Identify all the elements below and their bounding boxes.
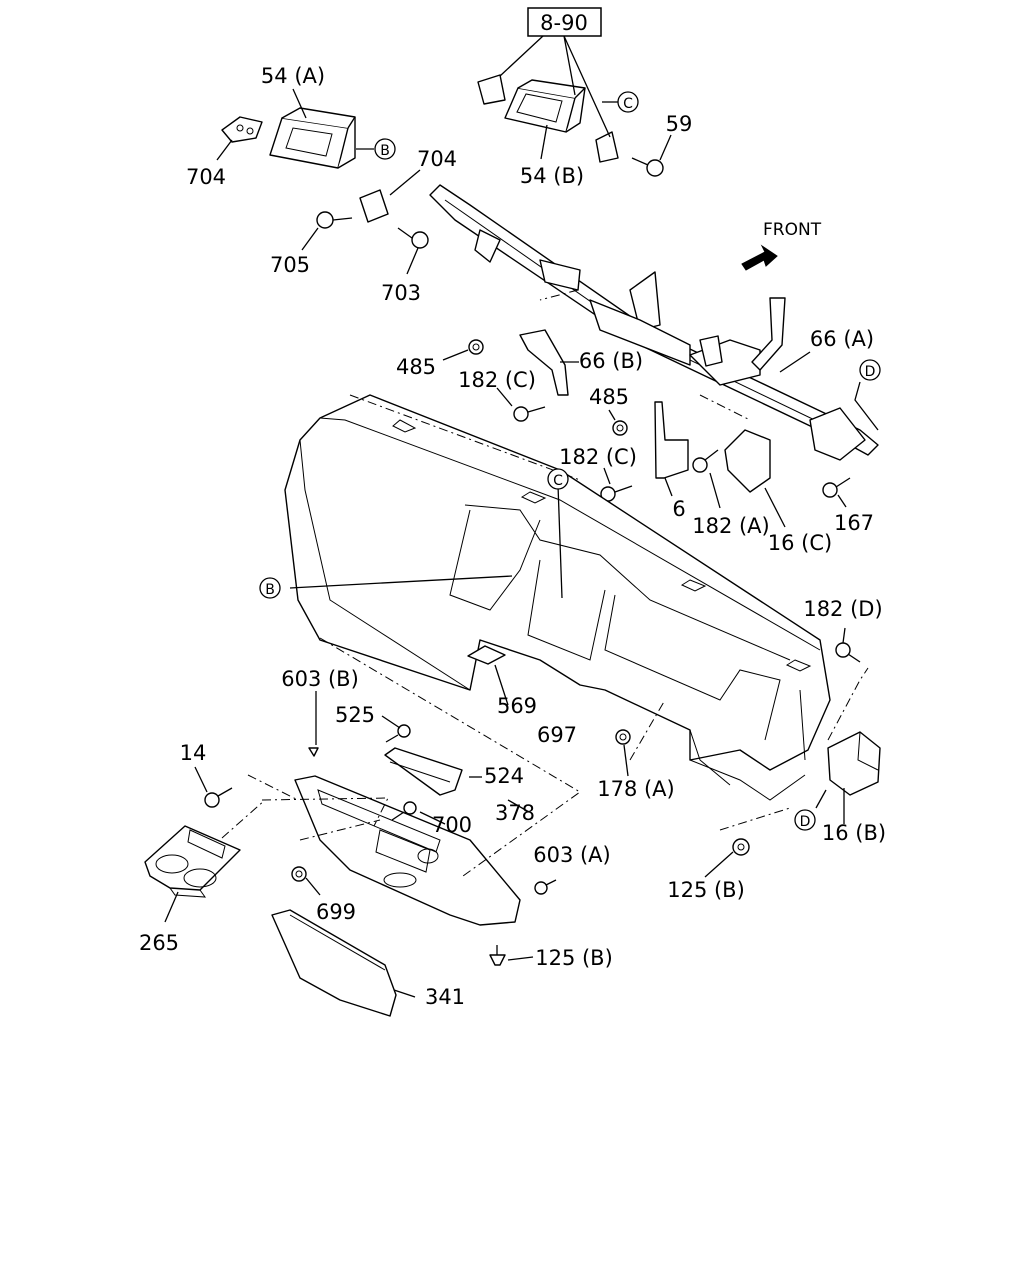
lid-341	[271, 909, 397, 1017]
bracket-569	[467, 645, 506, 665]
label-16b: 16 (B)	[822, 821, 886, 845]
screw-700	[391, 801, 417, 821]
label-703: 703	[381, 281, 421, 305]
label-705: 705	[270, 253, 310, 277]
front-arrow-icon	[741, 244, 778, 271]
label-341: 341	[425, 985, 465, 1009]
label-485-left: 485	[396, 355, 436, 379]
label-485-right: 485	[589, 385, 629, 409]
label-14: 14	[180, 741, 207, 765]
label-66a: 66 (A)	[810, 327, 874, 351]
screw-182c-left	[513, 406, 546, 422]
label-16c: 16 (C)	[768, 531, 832, 555]
bracket-704-left	[221, 116, 263, 143]
bracket-16c	[724, 429, 771, 493]
label-603b: 603 (B)	[281, 667, 359, 691]
brace-66b	[519, 329, 569, 396]
callout-d-upper: D	[859, 359, 881, 381]
pocket-54b	[504, 79, 586, 133]
label-125b-right: 125 (B)	[667, 878, 745, 902]
label-54a: 54 (A)	[261, 64, 325, 88]
cup-holder-265	[144, 825, 241, 898]
label-125b-bottom: 125 (B)	[535, 946, 613, 970]
label-697: 697	[537, 723, 577, 747]
screw-182a	[692, 449, 719, 473]
nut-485-right	[612, 420, 628, 436]
callout-d-lower: D	[794, 809, 816, 831]
label-6: 6	[672, 497, 685, 521]
clip-699	[291, 866, 307, 882]
label-700: 700	[432, 813, 472, 837]
svg-text:C: C	[623, 96, 633, 112]
label-54b: 54 (B)	[520, 164, 584, 188]
callout-b-panel: B	[259, 577, 281, 599]
svg-text:D: D	[800, 814, 811, 830]
label-603a: 603 (A)	[533, 843, 611, 867]
callout-b-upper: B	[374, 138, 396, 160]
label-167: 167	[834, 511, 874, 535]
nut-178a	[615, 729, 631, 745]
bracket-16b	[827, 731, 881, 796]
leader-lines	[164, 35, 879, 998]
label-66b: 66 (B)	[579, 349, 643, 373]
label-704-right: 704	[417, 147, 457, 171]
label-182c-left: 182 (C)	[458, 368, 536, 392]
screw-525	[385, 724, 411, 743]
ref-box-frame	[527, 7, 602, 37]
nut-485-left	[468, 339, 484, 355]
label-569: 569	[497, 694, 537, 718]
svg-text:D: D	[865, 364, 876, 380]
lower-cover-697	[294, 775, 521, 926]
screw-14	[204, 787, 233, 808]
label-182a: 182 (A)	[692, 514, 770, 538]
svg-text:B: B	[380, 143, 390, 159]
label-178a: 178 (A)	[597, 777, 675, 801]
pocket-54a	[269, 107, 356, 169]
instrument-panel-body	[284, 394, 831, 801]
callout-c-panel: C	[547, 468, 569, 490]
label-699: 699	[316, 900, 356, 924]
label-524: 524	[484, 764, 524, 788]
clip-603b	[308, 747, 319, 757]
label-525: 525	[335, 703, 375, 727]
label-265: 265	[139, 931, 179, 955]
bolt-167	[822, 477, 851, 498]
screw-59	[631, 157, 664, 177]
phantom-lines	[221, 289, 869, 877]
tray-524	[384, 747, 463, 796]
screw-182d	[835, 642, 861, 663]
bracket-6	[654, 401, 689, 479]
clip-125b-bottom	[489, 945, 506, 966]
label-378: 378	[495, 801, 535, 825]
label-704-left: 704	[186, 165, 226, 189]
callout-c-upper: C	[617, 91, 639, 113]
screw-703	[397, 227, 429, 249]
svg-text:B: B	[265, 582, 275, 598]
front-label: FRONT	[763, 220, 822, 240]
ref-box-label: 8-90	[540, 11, 588, 35]
clip-603a	[534, 879, 557, 895]
clip-125b-right	[732, 838, 750, 856]
label-182d: 182 (D)	[803, 597, 882, 621]
bracket-upper-right	[595, 131, 619, 163]
label-59: 59	[666, 112, 693, 136]
bracket-704-right	[359, 189, 389, 223]
screw-182c-right	[600, 485, 633, 502]
label-182c-right: 182 (C)	[559, 445, 637, 469]
bracket-upper-left	[477, 74, 506, 105]
screw-705	[316, 211, 353, 229]
cross-car-beam-66a	[429, 184, 879, 461]
svg-text:C: C	[553, 473, 563, 489]
